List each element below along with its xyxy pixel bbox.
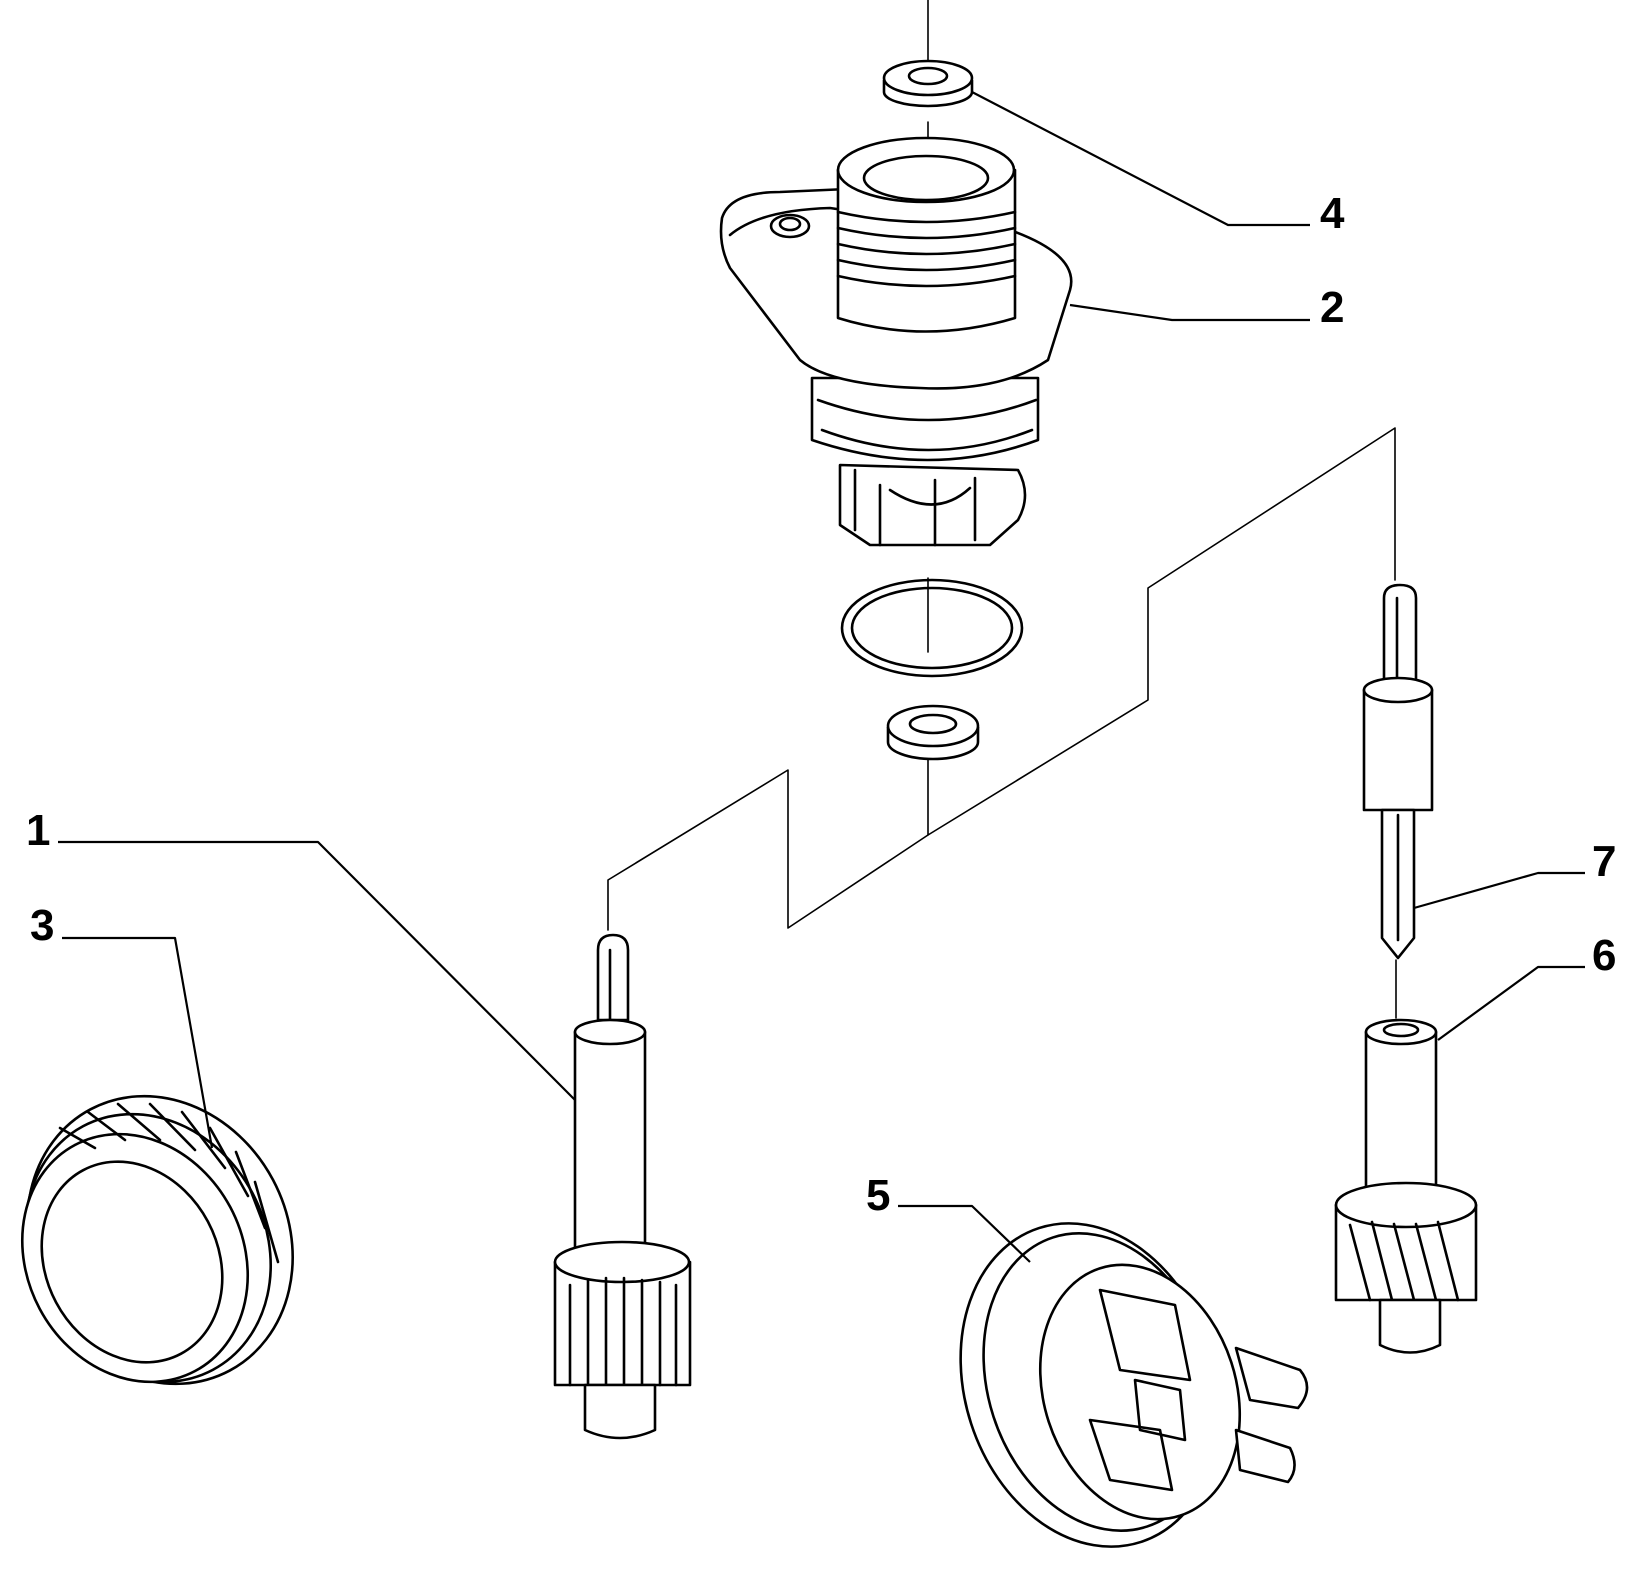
part-6-pinion-gear: [1334, 1018, 1478, 1354]
small-washer: [886, 704, 980, 761]
callout-5: 5: [866, 1171, 890, 1220]
callout-7: 7: [1592, 837, 1616, 886]
callout-4: 4: [1320, 189, 1345, 238]
part-7-speedometer-shaft: [1362, 583, 1434, 960]
callout-2: 2: [1320, 283, 1344, 332]
part-4-seal-ring: [882, 59, 974, 108]
part-5-drive-gear: [959, 1222, 1309, 1548]
callout-6: 6: [1592, 931, 1616, 980]
o-ring: [840, 578, 1024, 678]
leader-lines: [58, 91, 1585, 1263]
callout-labels: 1 3 4 2 5 7 6: [26, 189, 1616, 1220]
part-3-ring-gear: [20, 1094, 294, 1386]
callout-3: 3: [30, 901, 54, 950]
part-1-driven-shaft: [553, 933, 692, 1440]
callout-1: 1: [26, 806, 50, 855]
assembly-axis-lines: [607, 0, 1397, 1019]
part-2-drive-housing: [719, 136, 1073, 547]
